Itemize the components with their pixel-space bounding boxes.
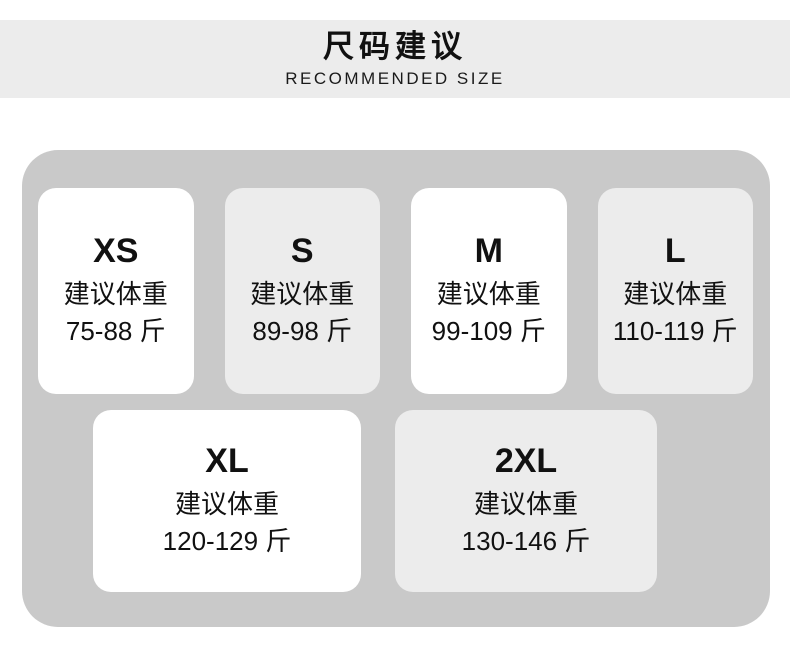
- size-range: 99-109 斤: [431, 316, 546, 347]
- size-range: 120-129 斤: [162, 526, 292, 557]
- size-recommendation-panel: XS 建议体重 75-88 斤 S 建议体重 89-98 斤 M 建议体重 99…: [22, 150, 770, 627]
- size-card-m: M 建议体重 99-109 斤: [411, 188, 567, 394]
- header-band: 尺码建议 RECOMMENDED SIZE: [0, 20, 790, 98]
- size-range: 130-146 斤: [461, 526, 591, 557]
- size-row-small: XS 建议体重 75-88 斤 S 建议体重 89-98 斤 M 建议体重 99…: [38, 188, 753, 394]
- size-name: L: [664, 231, 686, 270]
- size-label: 建议体重: [473, 488, 578, 519]
- size-name: XL: [205, 441, 249, 480]
- size-name: XS: [93, 231, 139, 270]
- size-name: S: [290, 231, 314, 270]
- size-range: 110-119 斤: [612, 316, 738, 347]
- page-title: 尺码建议: [323, 29, 467, 65]
- size-card-2xl: 2XL 建议体重 130-146 斤: [395, 410, 657, 592]
- size-card-xl: XL 建议体重 120-129 斤: [93, 410, 361, 592]
- page-subtitle: RECOMMENDED SIZE: [285, 68, 505, 88]
- size-label: 建议体重: [623, 278, 728, 309]
- size-label: 建议体重: [174, 488, 279, 519]
- size-row-large: XL 建议体重 120-129 斤 2XL 建议体重 130-146 斤: [93, 410, 657, 592]
- size-label: 建议体重: [63, 278, 168, 309]
- size-range: 89-98 斤: [252, 316, 353, 347]
- size-label: 建议体重: [250, 278, 355, 309]
- size-card-s: S 建议体重 89-98 斤: [224, 188, 380, 394]
- size-name: M: [474, 231, 503, 270]
- size-card-l: L 建议体重 110-119 斤: [597, 188, 753, 394]
- size-card-xs: XS 建议体重 75-88 斤: [38, 188, 194, 394]
- size-range: 75-88 斤: [65, 316, 166, 347]
- size-label: 建议体重: [436, 278, 541, 309]
- size-name: 2XL: [494, 441, 558, 480]
